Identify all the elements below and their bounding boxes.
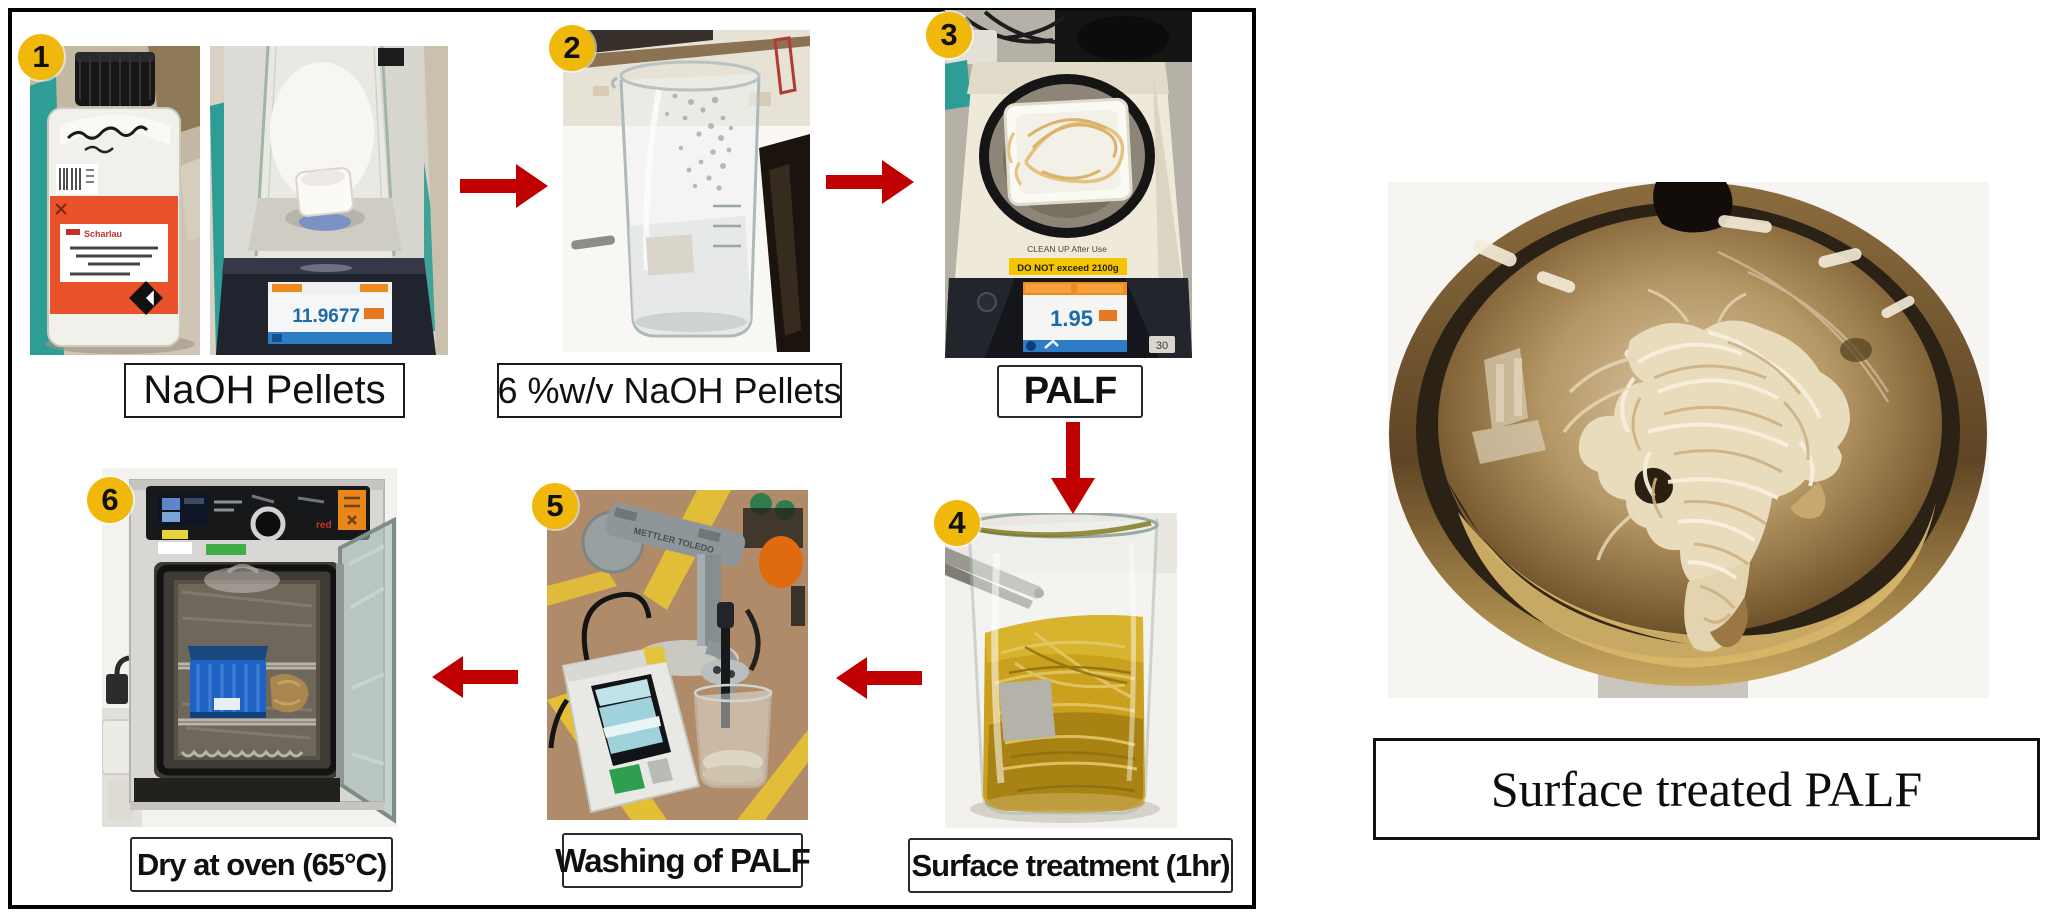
step-2-label: 6 %w/v NaOH Pellets	[497, 363, 842, 418]
arrow-step1-to-step2	[460, 164, 548, 208]
balance-warning-text: DO NOT exceed 2100g	[1017, 263, 1119, 274]
oven-photo: red	[102, 468, 397, 827]
step-4-badge: 4	[934, 500, 980, 546]
step-6-label: Dry at oven (65°C)	[130, 837, 393, 892]
step-2-badge: 2	[549, 25, 595, 71]
surface-treatment-photo	[945, 513, 1177, 828]
step-1-label: NaOH Pellets	[124, 363, 405, 418]
svg-text:Scharlau: Scharlau	[84, 229, 122, 239]
analytical-balance-photo: 11.9677	[210, 46, 448, 355]
step-6-badge: 6	[87, 477, 133, 523]
naoh-bottle-photo: Scharlau	[30, 46, 200, 355]
step-1-badge: 1	[18, 34, 64, 80]
corner-sticker-text: 30	[1156, 340, 1168, 352]
ph-meter-photo: METTLER TOLEDO	[547, 490, 808, 820]
step-3-badge: 3	[926, 12, 972, 58]
palf-weighing-photo: CLEAN UP After Use DO NOT exceed 2100g 1…	[945, 10, 1192, 358]
svg-text:red: red	[316, 520, 332, 531]
balance-notice-text: CLEAN UP After Use	[1027, 244, 1107, 254]
step-5-badge: 5	[532, 483, 578, 529]
step-5-label: Washing of PALF	[555, 833, 811, 888]
arrow-step5-to-step6	[432, 656, 518, 698]
step-4-label: Surface treatment (1hr)	[908, 838, 1233, 893]
result-label: Surface treated PALF	[1373, 738, 2040, 840]
surface-treated-palf-photo	[1388, 182, 1989, 698]
arrow-step3-to-step4	[1051, 422, 1095, 514]
arrow-step4-to-step5	[836, 657, 922, 699]
balance-reading-text: 11.9677	[292, 306, 360, 327]
step-3-label: PALF	[997, 365, 1143, 418]
arrow-step2-to-step3	[826, 160, 914, 204]
naoh-solution-beaker-photo	[563, 30, 810, 352]
palf-weight-text: 1.95	[1050, 306, 1093, 331]
